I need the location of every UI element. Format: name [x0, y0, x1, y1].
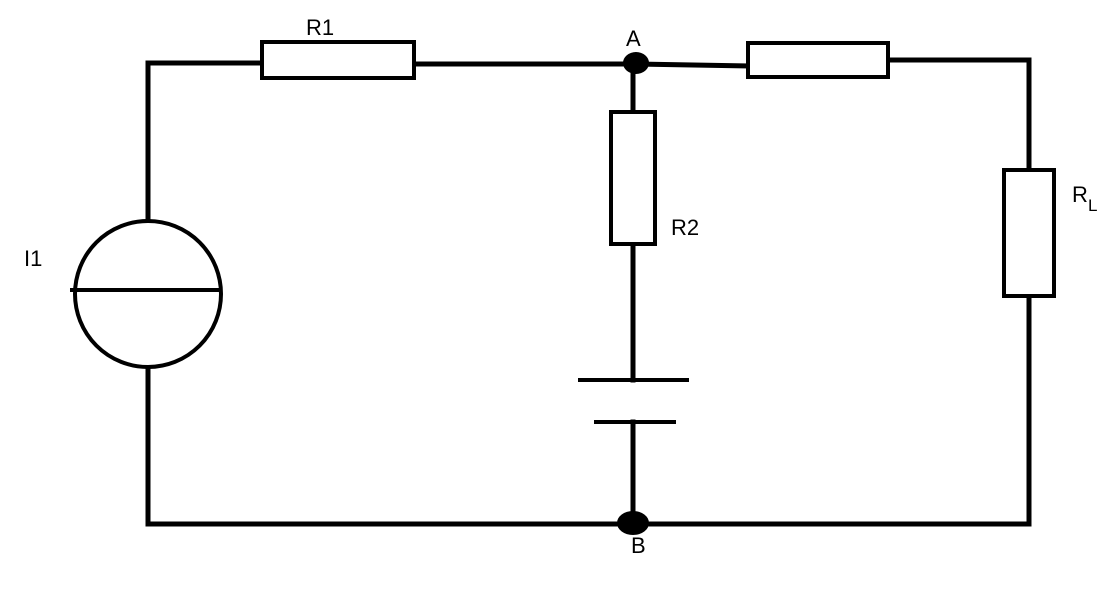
node-b-dot [617, 511, 649, 535]
label-r2: R2 [671, 215, 699, 240]
label-rl-main: R [1072, 182, 1088, 207]
resistor-r1 [260, 40, 416, 80]
wires [145, 57, 1032, 527]
label-rl-subscript: L [1088, 196, 1097, 215]
wire-left-top [145, 60, 265, 228]
current-source-circle [73, 219, 223, 369]
battery-symbol [578, 378, 689, 424]
wire-right-top [885, 57, 1032, 175]
wire-bottom [145, 359, 1032, 527]
label-node-b: B [631, 533, 646, 558]
resistor-top-right [746, 41, 890, 79]
wire-a-to-top-resistor [633, 61, 751, 69]
resistor-rl [1002, 168, 1056, 298]
node-a-dot [623, 52, 649, 74]
label-i1: I1 [24, 246, 42, 271]
resistor-r2 [609, 110, 657, 246]
current-source-i1 [70, 219, 223, 369]
label-r1: R1 [306, 15, 334, 40]
label-node-a: A [626, 26, 641, 51]
